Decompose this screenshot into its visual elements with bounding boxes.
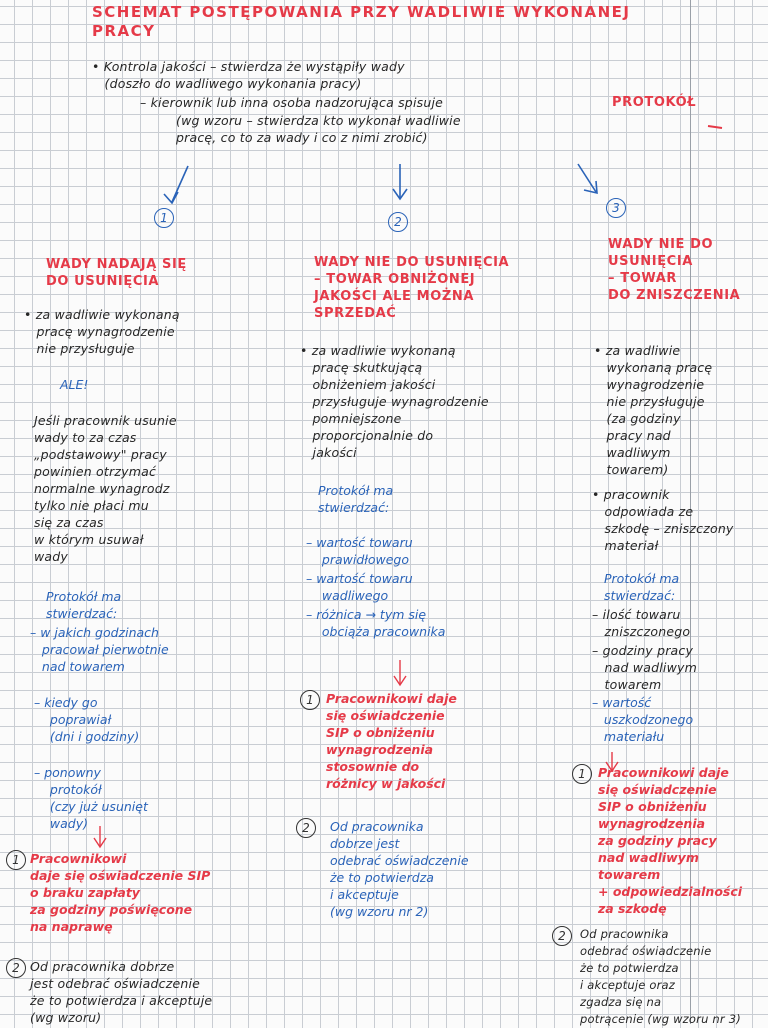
branch-1-step-2-number: 2 [6, 958, 26, 978]
arrowhead-3 [583, 180, 598, 195]
branch-1-protocol-item-2: – kiedy go poprawiał (dni i godziny) [34, 695, 140, 744]
arrow-to-branch-3 [577, 163, 597, 193]
branch-3-step-2: Od pracownika odebrać oświadczenie że to… [580, 927, 741, 1026]
branch-3-step-1: Pracownikowi daje się oświadczenie SIP o… [598, 765, 743, 916]
branch-3-protocol-item-1: – ilość towaru zniszczonego [592, 607, 691, 639]
branch-1-heading: WADY NADAJĄ SIĘ DO USUNIĘCIA [46, 257, 187, 289]
branch-2-step-1-number: 1 [300, 690, 320, 710]
branch-3-pay-2: • pracownik odpowiada ze szkodę – zniszc… [592, 487, 734, 553]
arrow-to-branch-1 [171, 165, 189, 203]
intro-bullet-2-cont: (wg wzoru – stwierdza kto wykonał wadliw… [176, 113, 461, 145]
branch-3-step-2-number: 2 [552, 926, 572, 946]
branch-1-pay: • za wadliwie wykonaną pracę wynagrodzen… [24, 307, 180, 356]
branch-1-step-2: Od pracownika dobrze jest odebrać oświad… [30, 959, 213, 1025]
intro-bullet-2: – kierownik lub inna osoba nadzorująca s… [140, 95, 444, 110]
branch-3-pay: • za wadliwie wykonaną pracę wynagrodzen… [594, 343, 713, 477]
branch-1-protocol-heading: Protokół ma stwierdzać: [46, 589, 122, 621]
branch-1-protocol-item-3: – ponowny protokół (czy już usunięt wady… [34, 765, 148, 831]
branch-1-protocol-item-1: – w jakich godzinach pracował pierwotnie… [30, 625, 169, 674]
branch-1-step-1-number: 1 [6, 850, 26, 870]
branch-2-protocol-heading: Protokół ma stwierdzać: [318, 483, 394, 515]
intro-protokol: PROTOKÓŁ [612, 95, 697, 110]
branch-2-step-2-number: 2 [296, 818, 316, 838]
branch-3-protocol-item-2: – godziny pracy nad wadliwym towarem [592, 643, 697, 692]
notebook-margin-line [690, 0, 691, 1024]
intro-bullet-1: • Kontrola jakości – stwierdza że wystąp… [92, 59, 405, 91]
branch-2-protocol-item-3: – różnica → tym się obciąża pracownika [306, 607, 446, 639]
branch-3-heading: WADY NIE DO USUNIĘCIA – TOWAR DO ZNISZCZ… [608, 237, 741, 303]
branch-1-step-1: Pracownikowi daje się oświadczenie SIP o… [30, 851, 211, 934]
branch-2-protocol-item-1: – wartość towaru prawidłowego [306, 535, 413, 567]
arrowhead-1 [163, 191, 179, 205]
branch-1-ale: ALE! [60, 377, 89, 392]
branch-3-protocol-item-3: – wartość uszkodzonego materiału [592, 695, 694, 744]
branch-2-step-2: Od pracownika dobrze jest odebrać oświad… [330, 819, 469, 919]
page-title: SCHEMAT POSTĘPOWANIA PRZY WADLIWIE WYKON… [92, 3, 631, 40]
branch-1-exception: Jeśli pracownik usunie wady to za czas „… [34, 413, 177, 564]
branch-3-number: 3 [606, 198, 626, 218]
branch-2-protocol-item-2: – wartość towaru wadliwego [306, 571, 413, 603]
branch-2-number: 2 [388, 212, 408, 232]
branch-3-protocol-heading: Protokół ma stwierdzać: [604, 571, 680, 603]
arrowhead-2 [392, 188, 408, 201]
branch-2-step-1: Pracownikowi daje się oświadczenie SIP o… [326, 691, 457, 791]
branch-2-pay: • za wadliwie wykonaną pracę skutkującą … [300, 343, 489, 460]
margin-mark [707, 125, 723, 129]
branch-2-heading: WADY NIE DO USUNIĘCIA – TOWAR OBNIŻONEJ … [314, 255, 510, 321]
branch-3-step-1-number: 1 [572, 764, 592, 784]
branch-1-number: 1 [154, 208, 174, 228]
